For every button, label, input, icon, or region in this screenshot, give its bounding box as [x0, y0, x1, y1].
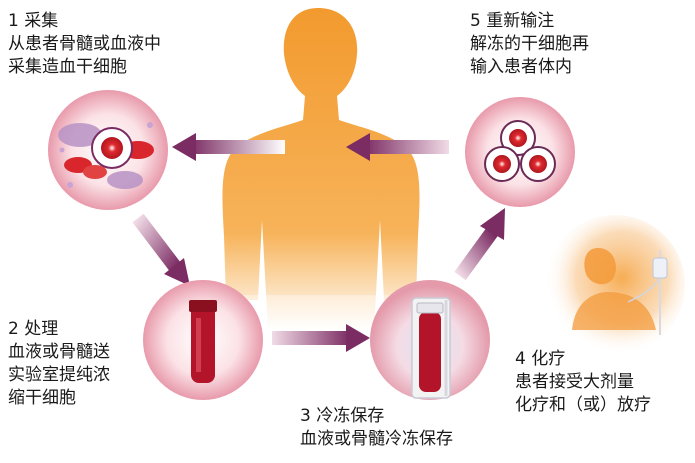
step-5-line-1: 解冻的干细胞再: [470, 34, 589, 54]
step-3-label: 3 冷冻保存 血液或骨髓冷冻保存: [300, 405, 453, 451]
patient-silhouette: [222, 8, 420, 335]
step-1-label: 1 采集 从患者骨髓或血液中 采集造血干细胞: [8, 10, 161, 79]
step-2-title: 2 处理: [8, 319, 59, 339]
step-5-label: 5 重新输注 解冻的干细胞再 输入患者体内: [470, 10, 589, 79]
step-2-line-1: 血液或骨髓送: [8, 342, 110, 362]
step-2-line-2: 实验室提纯浓: [8, 365, 110, 385]
processing-circle: [143, 280, 263, 400]
step-2-line-3: 缩干细胞: [8, 388, 76, 408]
arrow-freezing-to-reinfusion: [454, 208, 505, 281]
step-4-line-1: 患者接受大剂量: [515, 372, 634, 392]
reinfusion-circle: [465, 97, 575, 207]
step-1-line-1: 从患者骨髓或血液中: [8, 34, 161, 54]
freezing-circle: [370, 280, 490, 400]
step-3-line-1: 血液或骨髓冷冻保存: [300, 429, 453, 449]
step-4-title: 4 化疗: [515, 349, 566, 369]
step-5-line-2: 输入患者体内: [470, 57, 572, 77]
step-4-line-2: 化疗和（或）放疗: [515, 395, 651, 415]
step-1-title: 1 采集: [8, 11, 59, 31]
step-2-label: 2 处理 血液或骨髓送 实验室提纯浓 缩干细胞: [8, 318, 110, 410]
arrow-to-reinfusion-body: [346, 133, 449, 161]
arrow-collection-to-processing: [132, 213, 190, 286]
chemotherapy-patient: [545, 215, 685, 355]
collection-circle: [48, 90, 168, 210]
arrow-to-collection: [172, 133, 285, 161]
arrow-processing-to-freezing: [272, 324, 370, 352]
step-4-label: 4 化疗 患者接受大剂量 化疗和（或）放疗: [515, 348, 651, 417]
step-3-title: 3 冷冻保存: [300, 406, 385, 426]
step-5-title: 5 重新输注: [470, 11, 555, 31]
step-1-line-2: 采集造血干细胞: [8, 57, 127, 77]
